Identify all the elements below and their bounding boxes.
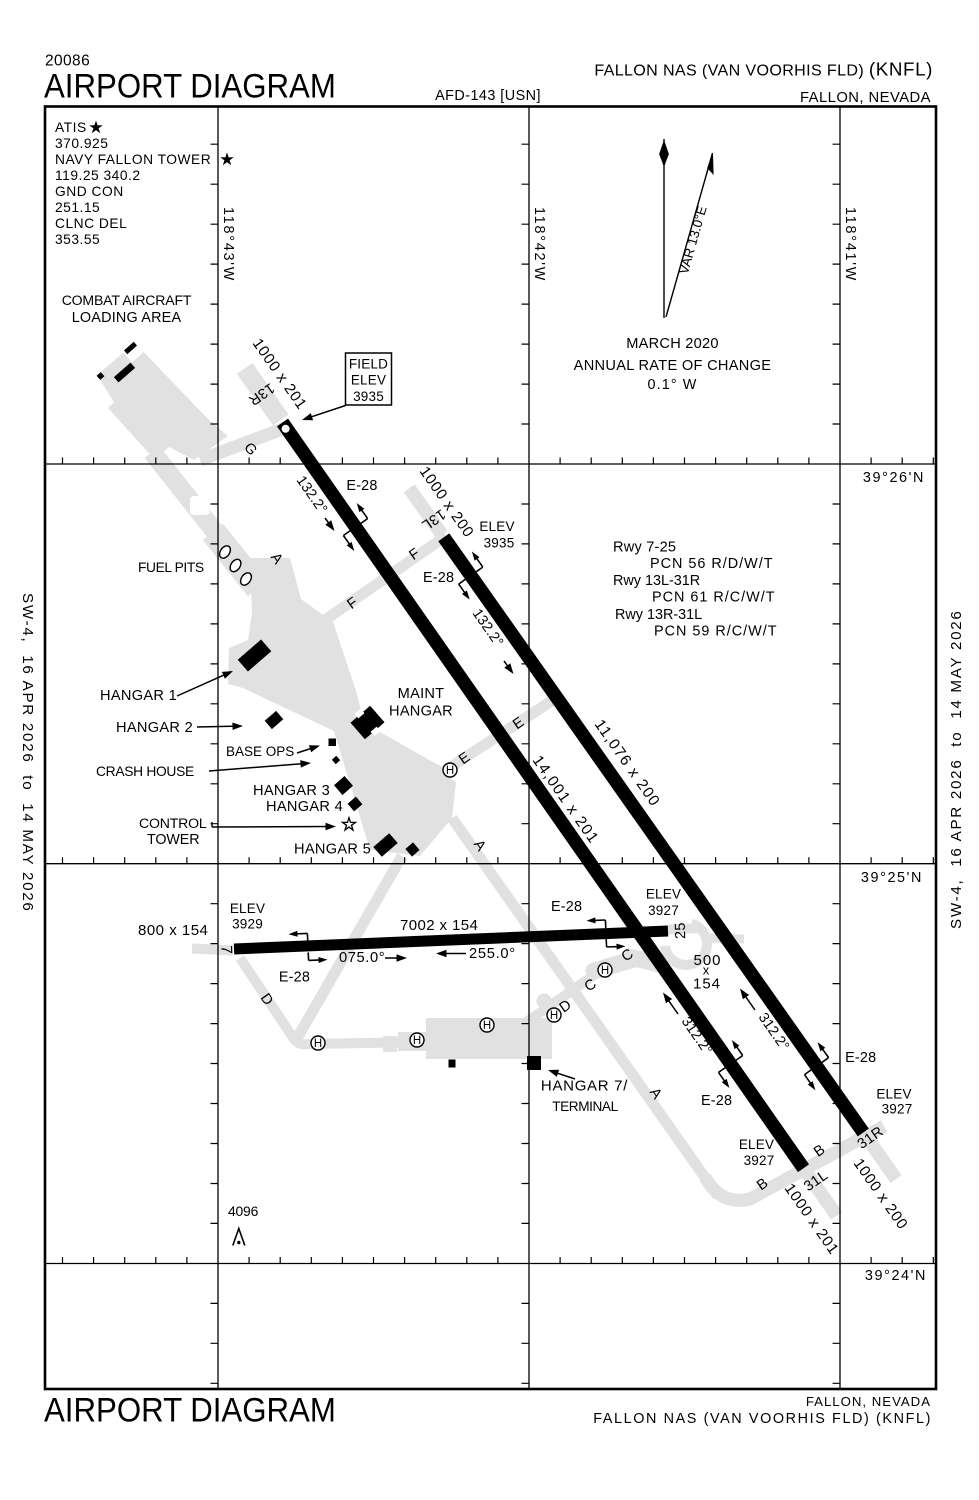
svg-text:AIRPORT DIAGRAM: AIRPORT DIAGRAM (44, 66, 336, 105)
svg-text:CLNC DEL: CLNC DEL (55, 216, 127, 231)
svg-text:3935: 3935 (353, 389, 384, 404)
svg-text:MARCH 2020: MARCH 2020 (626, 336, 719, 352)
svg-text:39°24'N: 39°24'N (865, 1268, 927, 1284)
svg-text:ELEV: ELEV (230, 901, 265, 916)
svg-text:H: H (550, 1010, 558, 1022)
svg-text:4096: 4096 (228, 1203, 259, 1219)
svg-text:E-28: E-28 (279, 970, 310, 986)
svg-text:118°41'W: 118°41'W (842, 207, 858, 282)
svg-text:39°25'N: 39°25'N (861, 870, 923, 886)
svg-text:H: H (483, 1020, 491, 1032)
svg-text:ELEV: ELEV (739, 1137, 774, 1152)
svg-text:FALLON NAS (VAN VOORHIS FLD) (: FALLON NAS (VAN VOORHIS FLD) (KNFL) (593, 1411, 932, 1427)
svg-text:ELEV: ELEV (646, 887, 681, 902)
svg-text:HANGAR 1: HANGAR 1 (100, 688, 177, 704)
svg-text:Rwy 13L-31R: Rwy 13L-31R (613, 573, 700, 589)
svg-text:HANGAR 2: HANGAR 2 (116, 720, 193, 736)
svg-text:TOWER: TOWER (147, 832, 199, 848)
svg-text:370.925: 370.925 (55, 136, 108, 151)
svg-text:ATIS: ATIS (55, 120, 87, 135)
svg-text:25: 25 (673, 922, 690, 939)
svg-text:ELEV: ELEV (479, 519, 514, 534)
svg-text:LOADING AREA: LOADING AREA (72, 310, 182, 326)
svg-text:353.55: 353.55 (55, 232, 100, 247)
svg-text:FUEL PITS: FUEL PITS (138, 560, 204, 575)
svg-text:FALLON, NEVADA: FALLON, NEVADA (800, 90, 931, 106)
svg-text:GND CON: GND CON (55, 184, 124, 199)
svg-text:118°42'W: 118°42'W (531, 207, 547, 282)
svg-text:H: H (601, 965, 609, 977)
svg-text:CONTROL: CONTROL (139, 815, 207, 831)
svg-text:3927: 3927 (744, 1153, 775, 1168)
svg-text:PCN 61 R/C/W/T: PCN 61 R/C/W/T (652, 590, 776, 606)
svg-text:SW-4, 16 APR 2026 to 14 MAY: SW-4, 16 APR 2026 to 14 MAY 2026 (19, 593, 36, 913)
svg-text:ELEV: ELEV (876, 1087, 911, 1102)
svg-text:Rwy 7-25: Rwy 7-25 (613, 540, 676, 556)
svg-text:E-28: E-28 (551, 899, 582, 915)
svg-text:FIELD: FIELD (349, 357, 388, 372)
svg-text:HANGAR 4: HANGAR 4 (266, 799, 343, 815)
svg-text:3927: 3927 (882, 1102, 913, 1117)
svg-text:HANGAR: HANGAR (389, 704, 453, 720)
svg-text:HANGAR 5: HANGAR 5 (294, 842, 371, 858)
svg-text:TERMINAL: TERMINAL (552, 1099, 618, 1114)
svg-text:118°43'W: 118°43'W (220, 207, 236, 282)
svg-text:800 x 154: 800 x 154 (138, 922, 208, 939)
svg-text:20086: 20086 (45, 53, 90, 70)
svg-text:7: 7 (217, 945, 234, 955)
svg-text:E-28: E-28 (346, 478, 377, 494)
svg-text:PCN 59 R/C/W/T: PCN 59 R/C/W/T (654, 624, 778, 640)
svg-text:E-28: E-28 (845, 1050, 876, 1066)
svg-text:ELEV: ELEV (351, 373, 386, 388)
svg-text:FALLON, NEVADA: FALLON, NEVADA (806, 1394, 931, 1409)
svg-text:E-28: E-28 (423, 570, 454, 586)
svg-text:BASE OPS: BASE OPS (226, 744, 294, 759)
svg-text:COMBAT AIRCRAFT: COMBAT AIRCRAFT (62, 292, 192, 308)
svg-text:154: 154 (693, 976, 721, 993)
svg-text:Rwy 13R-31L: Rwy 13R-31L (615, 607, 702, 623)
svg-text:HANGAR 3: HANGAR 3 (253, 783, 330, 799)
svg-text:FALLON NAS (VAN VOORHIS FLD) (: FALLON NAS (VAN VOORHIS FLD) (KNFL) (594, 59, 933, 80)
svg-text:NAVY FALLON TOWER: NAVY FALLON TOWER (55, 152, 211, 167)
svg-text:119.25 340.2: 119.25 340.2 (55, 168, 141, 183)
svg-text:7002 x 154: 7002 x 154 (400, 917, 478, 934)
svg-text:HANGAR 7/: HANGAR 7/ (541, 1078, 628, 1095)
svg-text:AIRPORT DIAGRAM: AIRPORT DIAGRAM (44, 1390, 336, 1429)
svg-text:500: 500 (693, 952, 721, 969)
svg-text:H: H (446, 765, 454, 777)
svg-text:3927: 3927 (648, 903, 679, 918)
svg-text:VAR 13.0°E: VAR 13.0°E (676, 204, 710, 276)
svg-text:0.1° W: 0.1° W (648, 377, 698, 393)
svg-text:H: H (413, 1035, 421, 1047)
svg-text:251.15: 251.15 (55, 200, 100, 215)
svg-text:CRASH HOUSE: CRASH HOUSE (96, 764, 194, 779)
svg-text:SW-4, 16 APR 2026 to 14 MAY: SW-4, 16 APR 2026 to 14 MAY 2026 (948, 609, 965, 929)
svg-text:255.0°: 255.0° (469, 946, 516, 962)
svg-text:PCN 56 R/D/W/T: PCN 56 R/D/W/T (650, 556, 774, 572)
svg-text:3935: 3935 (484, 536, 515, 551)
svg-text:39°26'N: 39°26'N (863, 470, 925, 486)
svg-text:MAINT: MAINT (398, 686, 445, 702)
svg-text:3929: 3929 (232, 917, 263, 932)
svg-text:075.0°: 075.0° (339, 950, 385, 966)
svg-text:ANNUAL RATE OF CHANGE: ANNUAL RATE OF CHANGE (574, 358, 772, 374)
svg-text:E-28: E-28 (701, 1093, 732, 1109)
svg-text:x: x (703, 963, 710, 978)
svg-text:AFD-143 [USN]: AFD-143 [USN] (435, 88, 541, 104)
svg-text:H: H (314, 1038, 322, 1050)
